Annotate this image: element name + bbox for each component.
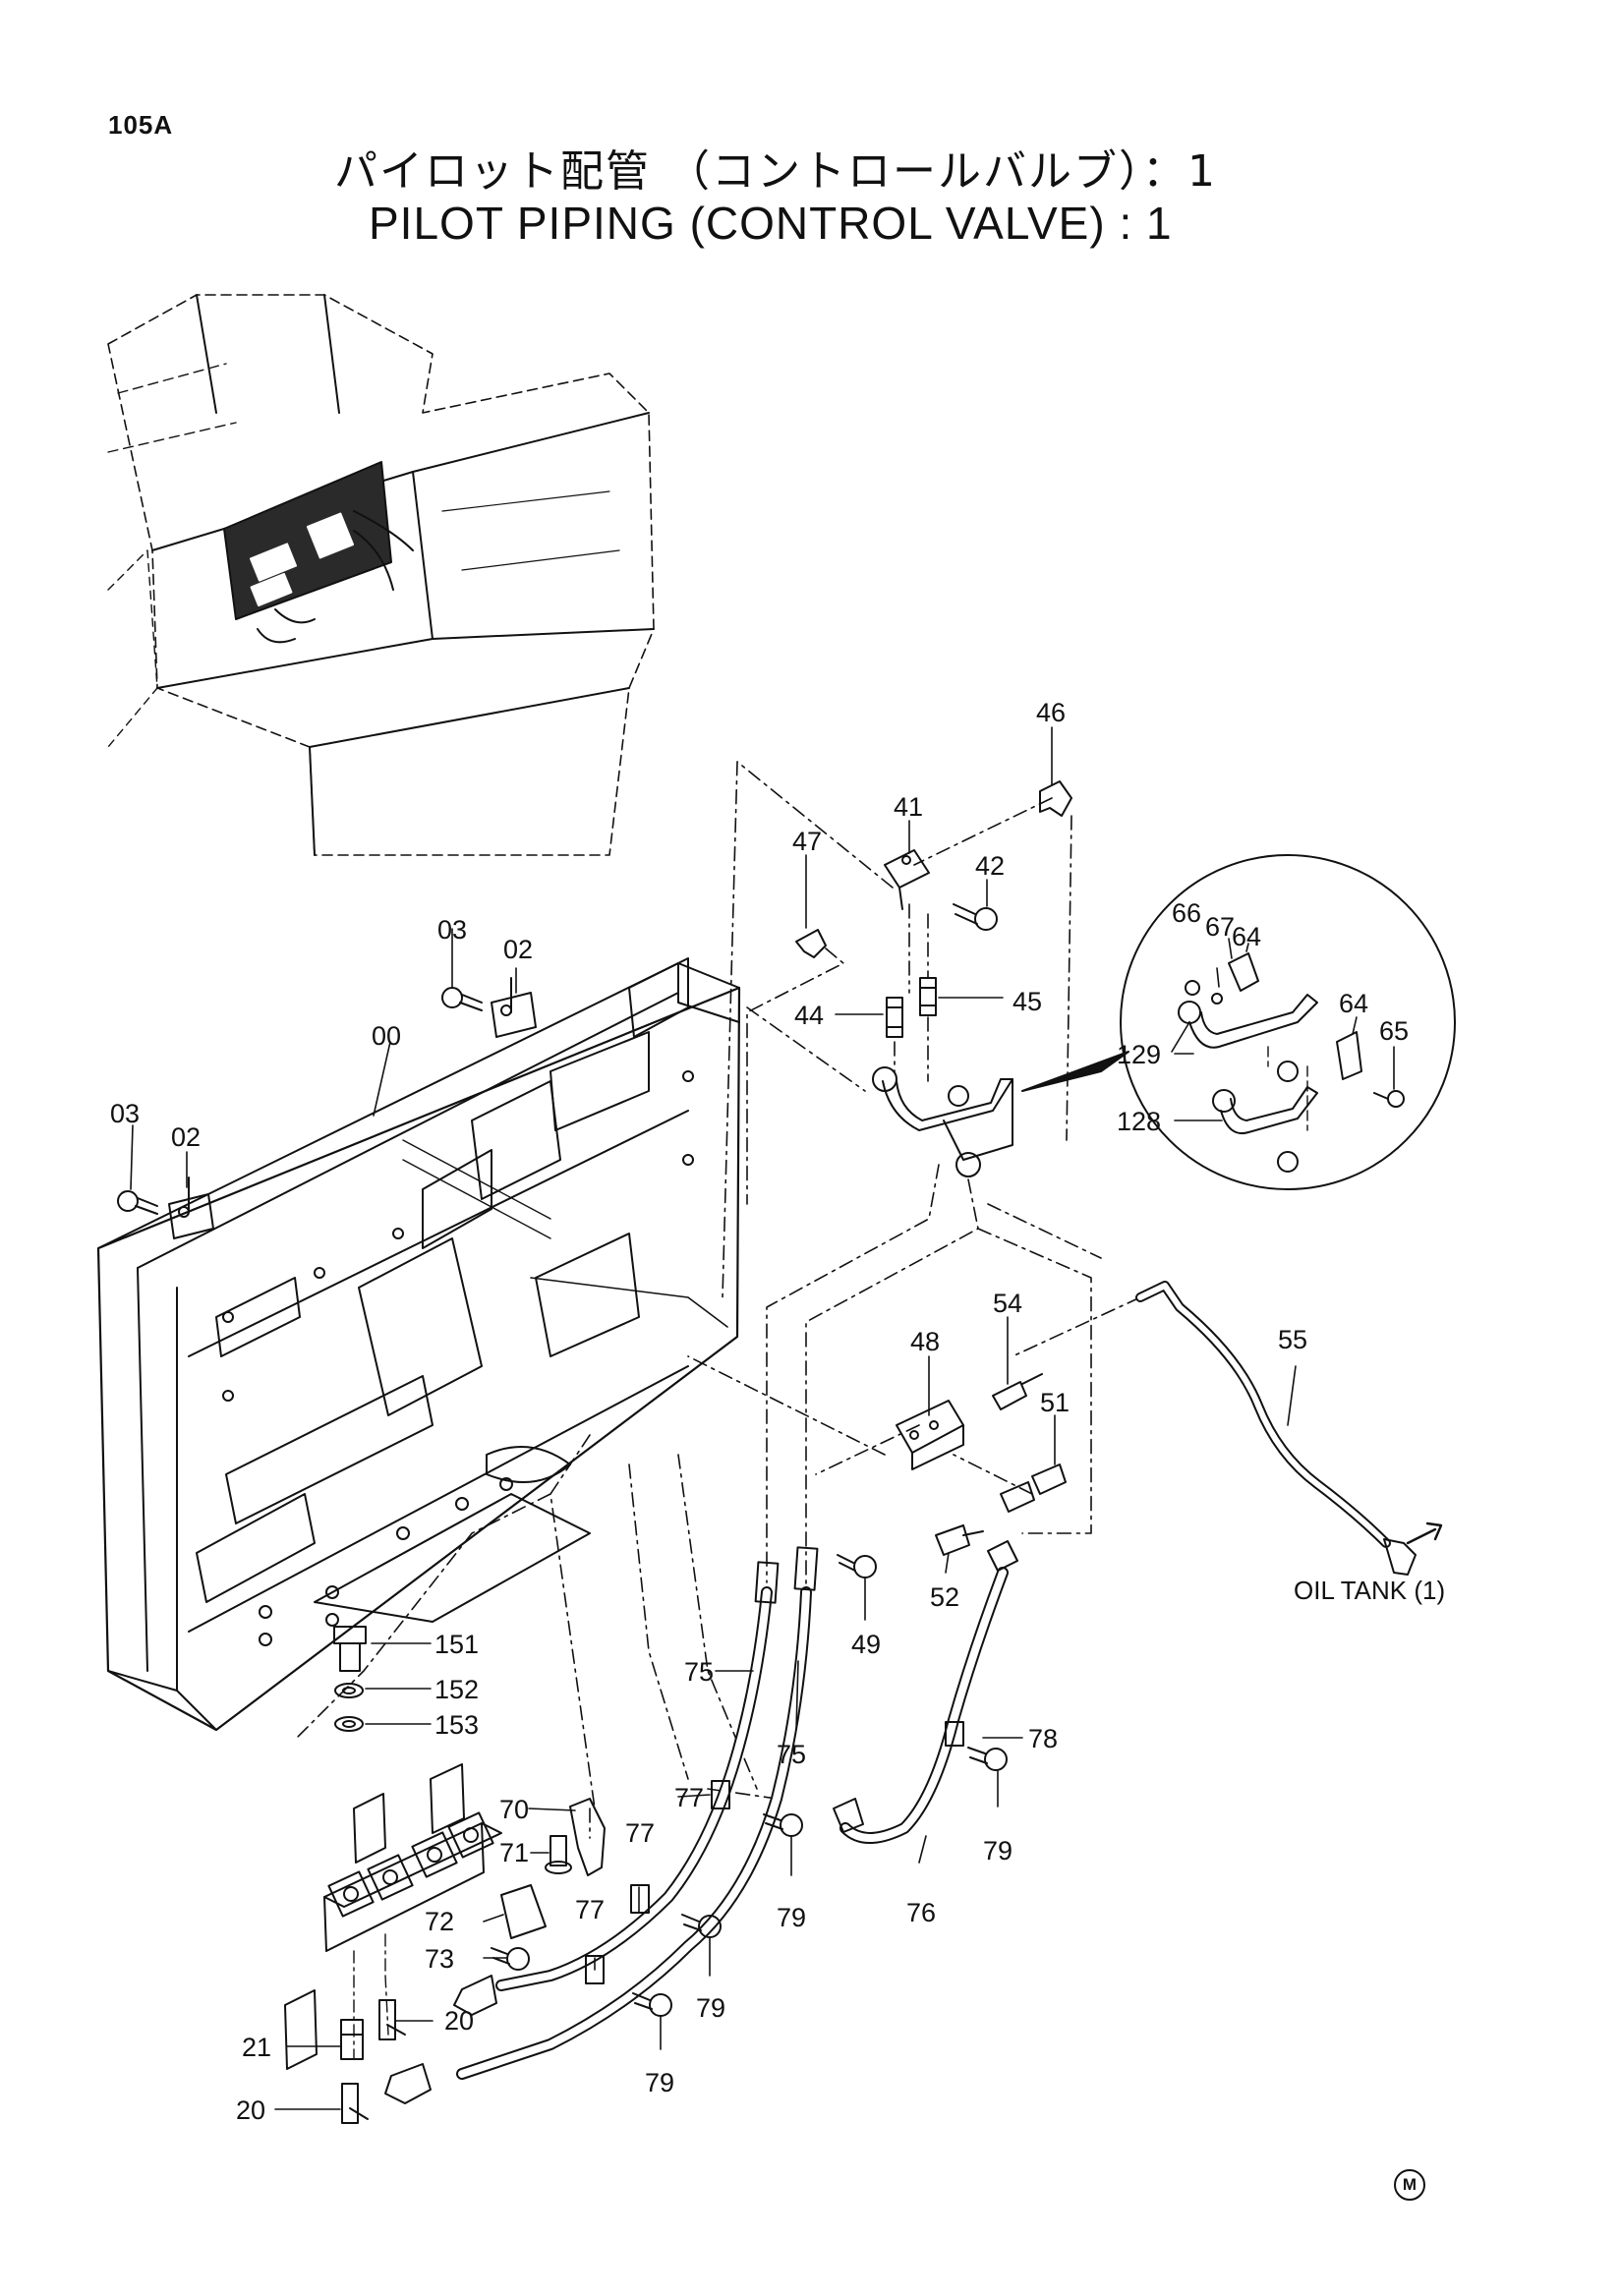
connector-52 [935,1524,984,1556]
connector-54 [992,1373,1043,1410]
callout-76: 76 [906,1898,936,1927]
bracket-70 [569,1798,606,1876]
detail-callout-circle [1021,854,1456,1190]
callout-79-a: 79 [983,1836,1012,1866]
callout-79-b: 79 [777,1903,806,1932]
fitting-21 [340,2019,364,2060]
callout-48: 48 [910,1327,940,1356]
title-japanese: パイロット配管 （コントロールバルブ）：1 [334,146,1217,197]
callout-71: 71 [499,1838,529,1867]
callout-52: 52 [930,1582,959,1612]
assembly-paths [294,761,1141,1839]
clamp-78 [945,1721,964,1747]
callout-151: 151 [434,1630,479,1659]
clamp-72 [500,1884,547,1939]
callout-20-lower: 20 [236,2095,265,2125]
callout-49: 49 [851,1630,881,1659]
mounting-bracket [96,957,741,1732]
callout-65: 65 [1379,1016,1409,1046]
callout-129: 129 [1117,1040,1161,1069]
machine-overview-illustration [107,294,655,856]
fitting-20-lower [341,2083,369,2124]
callout-77-upper: 77 [674,1783,704,1812]
bolt-42 [953,903,998,931]
callout-labels: 00 02 02 03 03 20 20 21 41 42 44 45 46 4… [110,698,1445,2125]
bolt-73 [491,1947,530,1971]
bolt-49 [837,1554,877,1578]
callout-66: 66 [1172,898,1201,928]
callout-77-middle: 77 [625,1818,655,1848]
callout-00: 00 [372,1021,401,1051]
callout-46: 46 [1036,698,1066,727]
block-41 [884,849,930,910]
callout-128: 128 [1117,1107,1161,1136]
callout-02-upper: 02 [503,935,533,964]
oil-tank-note: OIL TANK (1) [1294,1576,1445,1605]
callout-73: 73 [425,1944,454,1974]
callout-47: 47 [792,827,822,856]
solenoid-block [284,1763,502,2070]
callout-64-upper: 64 [1232,922,1261,951]
callout-75-left: 75 [684,1657,714,1687]
bolt-79-a [967,1747,1008,1771]
bolt-03-lower [117,1190,158,1215]
washer-153 [334,1716,364,1732]
callout-75-right: 75 [777,1740,806,1769]
callout-44: 44 [794,1001,824,1030]
clip-02-lower [168,1177,214,1239]
callout-79-c: 79 [696,1993,725,2023]
clip-02-upper [491,977,537,1038]
callout-42: 42 [975,851,1005,881]
control-valve-overview [223,461,414,644]
hose-55 [1135,1281,1443,1576]
elbow-47 [795,929,827,958]
elbow-46 [1039,780,1072,817]
callout-67: 67 [1205,912,1235,942]
fitting-20-upper [378,1999,406,2040]
callout-51: 51 [1040,1388,1070,1417]
pilot-lines-upper [872,1066,1013,1177]
title-english: PILOT PIPING (CONTROL VALVE) : 1 [369,198,1173,249]
clamp-77-lower [585,1955,605,1984]
callout-41: 41 [894,792,923,822]
bolt-79-d [632,1992,672,2017]
callout-153: 153 [434,1710,479,1740]
corner-mark: M [1394,2169,1425,2201]
callout-03-lower: 03 [110,1099,140,1128]
callout-45: 45 [1012,987,1042,1016]
callout-54: 54 [993,1289,1022,1318]
callout-20-upper: 20 [444,2006,474,2036]
connector-45 [919,977,937,1016]
callout-79-d: 79 [645,2068,674,2097]
connector-44 [886,997,903,1038]
block-48 [896,1400,964,1470]
callout-03-upper: 03 [437,915,467,945]
page-code: 105A [108,110,174,140]
callout-55: 55 [1278,1325,1307,1354]
bolt-71 [545,1835,572,1874]
callout-77-lower: 77 [575,1895,605,1924]
clamp-77-middle [630,1884,650,1914]
bolt-151 [333,1626,367,1672]
leader-lines [130,726,1395,2110]
clamp-77-upper [711,1780,730,1809]
bolt-79-c [681,1914,722,1938]
callout-02-lower: 02 [171,1122,201,1152]
callout-78: 78 [1028,1724,1058,1753]
callout-64-lower: 64 [1339,989,1368,1018]
callout-152: 152 [434,1675,479,1704]
bolt-03-upper [441,987,483,1011]
callout-21: 21 [242,2033,271,2062]
callout-70: 70 [499,1795,529,1824]
callout-72: 72 [425,1907,454,1936]
connector-51 [1000,1464,1067,1513]
hose-76 [833,1540,1018,1844]
